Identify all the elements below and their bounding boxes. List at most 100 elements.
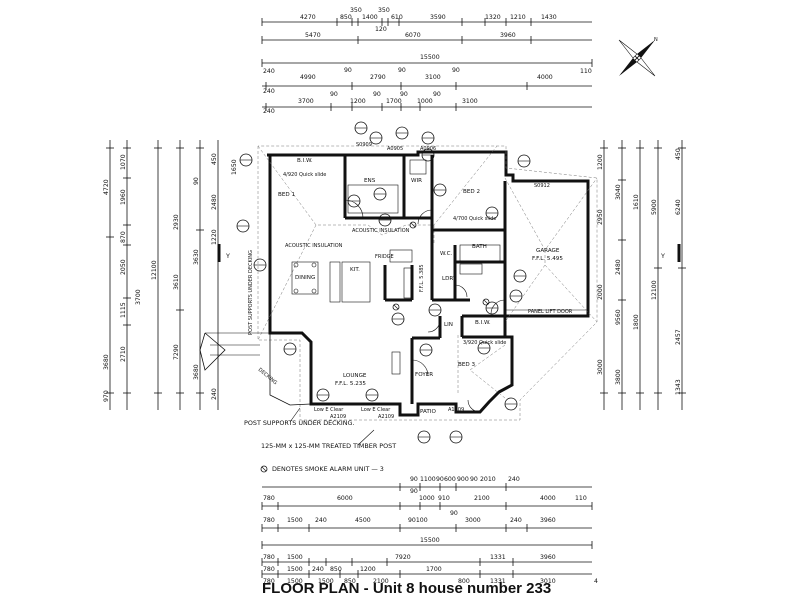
dim-left-misc-2: 1220 <box>211 229 218 245</box>
dim-right-mid-0: 3040 <box>615 184 622 200</box>
code-a0905: A0905 <box>387 146 403 152</box>
dim-right-mid-4: 450 <box>675 148 682 160</box>
smoke-alarm-icon <box>409 221 417 229</box>
tag-circle <box>421 131 435 145</box>
dim-right-in-4: 9560 <box>615 309 622 325</box>
dim-bot-r2-3: 1000 <box>419 495 435 502</box>
room-patio: PATIO <box>420 409 436 415</box>
decking-label: DECKING <box>257 367 278 386</box>
room-foyer: FOYER <box>415 372 433 378</box>
dim-top-r3-left: 240 <box>263 68 275 75</box>
room-labels: B.I.W. BED 1 4/920 Quick slide ENS WIR B… <box>278 158 573 420</box>
dim-right-mid-1: 2480 <box>615 259 622 275</box>
dim-bot-r2-7: 110 <box>575 495 587 502</box>
dim-left-outer-2: 3680 <box>103 354 110 370</box>
tag-circle <box>449 430 463 444</box>
dim-bot-r1-5: 90 <box>470 476 478 483</box>
room-bed-2: BED 2 <box>463 189 480 195</box>
dim-top-r1-7: 1320 <box>485 14 501 21</box>
tag-circle <box>316 388 330 402</box>
garage-ffl: F.F.L. 5.495 <box>532 256 563 262</box>
fridge-label: FRIDGE <box>375 254 394 260</box>
dim-top-r4-0: 240 <box>263 88 275 95</box>
dim-top-r5-4: 90 <box>373 91 381 98</box>
tag-circle <box>513 269 527 283</box>
dim-top-r4-3: 2790 <box>370 74 386 81</box>
dim-left-in-2: 7290 <box>173 344 180 360</box>
tag-circle <box>395 126 409 140</box>
dim-bot-r5b-5: 1700 <box>426 566 442 573</box>
tag-circle <box>417 430 431 444</box>
dim-top-r3-0: 15500 <box>420 54 440 61</box>
dim-bot-r5-ctr: 7920 <box>395 554 411 561</box>
dim-bot-r2-1: 6000 <box>337 495 353 502</box>
roof-hip-lines <box>257 145 598 421</box>
dim-top-r5-9: 3100 <box>462 98 478 105</box>
dim-bot-r1-2: 90 <box>436 476 444 483</box>
dim-left-misc-4: 1650 <box>231 159 238 175</box>
dim-left-in-0: 2930 <box>173 214 180 230</box>
panel-lift-door: PANEL LIFT DOOR <box>528 309 573 315</box>
external-walls <box>267 150 590 417</box>
internal-walls <box>343 155 507 404</box>
dim-top-r1-4: 350 <box>378 7 390 14</box>
decking: DECKING POST SUPPORTS UNDER DECKING <box>199 250 312 406</box>
dim-bot-r6-7: 3010 <box>540 578 556 585</box>
note-timber-post: 125-MM x 125-MM TREATED TIMBER POST <box>261 442 396 450</box>
dim-top-r1-1: 850 <box>340 14 352 21</box>
smoke-alarm-icon <box>482 298 490 306</box>
dim-bot-r3-6: 3000 <box>465 517 481 524</box>
dim-top-r5-1: 3700 <box>298 98 314 105</box>
smoke-alarm-icon <box>392 303 400 311</box>
dim-right-in-5: 3800 <box>615 369 622 385</box>
dim-bot-r6-0: 780 <box>263 578 275 585</box>
dim-top-r2-1: 6070 <box>405 32 421 39</box>
dim-top-r2-0: 5470 <box>305 32 321 39</box>
dim-left-in-5: 3680 <box>193 364 200 380</box>
dim-top-r1-2: 350 <box>350 7 362 14</box>
tag-circle <box>509 289 523 303</box>
tag-circle <box>365 388 379 402</box>
dim-left-mid-2: 870 <box>120 231 127 243</box>
section-marker-right-label: Y <box>660 252 665 260</box>
room-dining: DINING <box>295 275 315 281</box>
dim-bot-r1-1: 1100 <box>420 476 436 483</box>
window-code-a2109-2: A2109 <box>378 414 394 420</box>
tag-circle <box>354 121 368 135</box>
dim-bot-r6-3: 850 <box>344 578 356 585</box>
tag-circle <box>283 342 297 356</box>
dim-top-r4-7: 4000 <box>537 74 553 81</box>
bottom-dimension-lines: 90 1100 90 600 900 90 2010 240 780 6000 … <box>261 476 598 585</box>
dim-top-r5-3: 1200 <box>350 98 366 105</box>
room-ens: ENS <box>364 178 376 184</box>
dim-bot-r2-4: 910 <box>438 495 450 502</box>
bed1-window: 4/920 Quick slide <box>283 172 326 178</box>
dim-right-in-3: 3000 <box>597 359 604 375</box>
dim-right-outer-3: 1343 <box>675 379 682 395</box>
dim-top-r1-8: 1210 <box>510 14 526 21</box>
dim-right-mid-2: 1610 <box>633 194 640 210</box>
section-marker-right: Y <box>660 244 681 262</box>
tag-circle <box>428 303 442 317</box>
code-s0912: S0912 <box>534 183 550 189</box>
section-marker-left: Y <box>217 244 230 262</box>
dim-bot-r3-5: 90 <box>450 510 458 517</box>
dim-top-r1-6: 3590 <box>430 14 446 21</box>
dim-bot-r5b-0: 780 <box>263 566 275 573</box>
tag-circle <box>347 194 361 208</box>
note-smoke-alarm: DENOTES SMOKE ALARM UNIT — 3 <box>272 465 384 473</box>
room-lin: LIN <box>444 322 453 328</box>
dim-top-r5-7: 1000 <box>417 98 433 105</box>
dim-bot-r2-2: 90 <box>410 488 418 495</box>
tag-circle <box>373 187 387 201</box>
dim-top-r1-3: 1400 <box>362 14 378 21</box>
tag-circle <box>421 148 435 162</box>
post-supports-vertical: POST SUPPORTS UNDER DECKING <box>248 250 254 335</box>
dim-top-r4-1: 4990 <box>300 74 316 81</box>
code-a1809: A1809 <box>448 407 464 413</box>
dim-bot-r5b-3: 850 <box>330 566 342 573</box>
dim-top-r4-4: 90 <box>398 67 406 74</box>
dim-right-outer-2: 2457 <box>675 329 682 345</box>
north-compass-icon: N <box>618 37 658 77</box>
